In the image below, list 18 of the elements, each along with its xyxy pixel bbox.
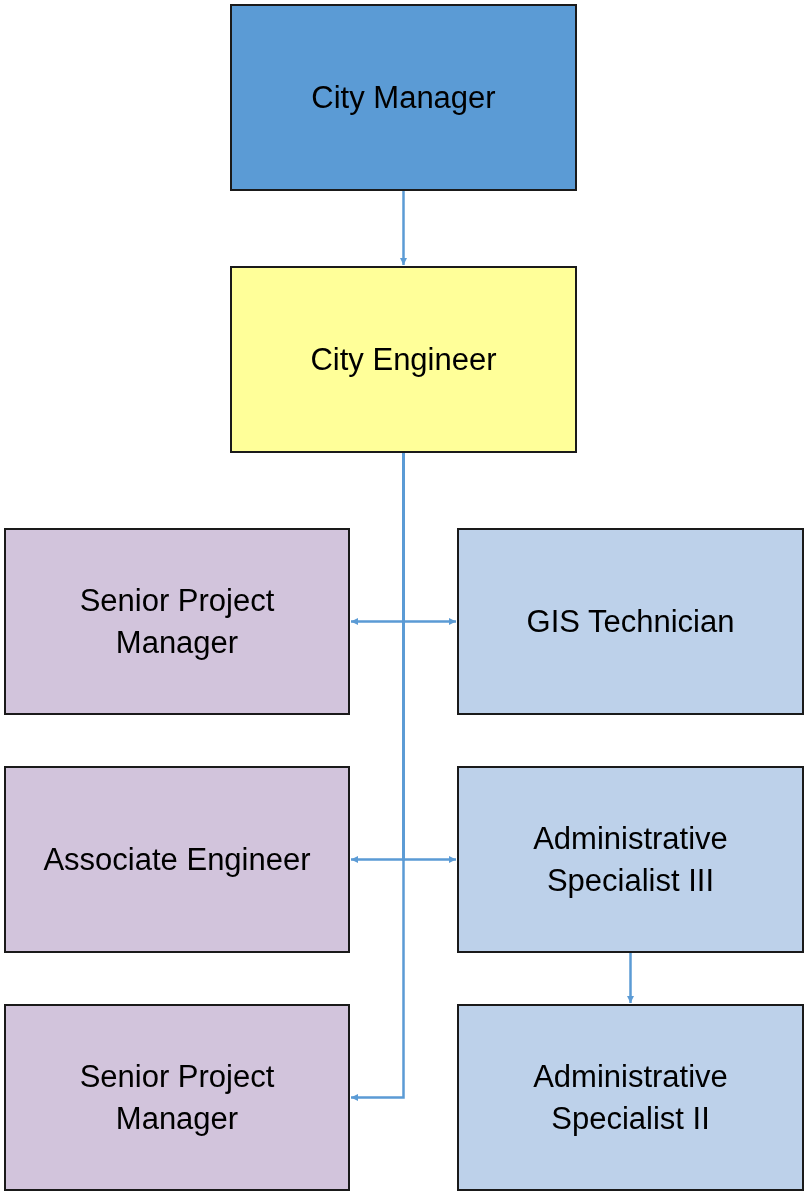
connector-arrow bbox=[400, 191, 407, 265]
role-title: Associate Engineer bbox=[43, 840, 311, 879]
connector-arrow bbox=[627, 953, 634, 1003]
role-title: GIS Technician bbox=[526, 602, 735, 641]
role-box bbox=[457, 528, 804, 715]
role-box bbox=[230, 266, 577, 453]
role-title: City Engineer bbox=[310, 340, 497, 379]
role-box bbox=[4, 1004, 350, 1191]
role-box bbox=[4, 766, 350, 953]
role-title: Administrative Specialist III bbox=[532, 819, 729, 900]
role-title: Senior Project Manager bbox=[78, 581, 276, 662]
role-box bbox=[457, 766, 804, 953]
role-title: Senior Project Manager bbox=[78, 1057, 276, 1138]
role-title: City Manager bbox=[311, 78, 496, 117]
role-title: Administrative Specialist II bbox=[532, 1057, 729, 1138]
role-box bbox=[457, 1004, 804, 1191]
role-box bbox=[230, 4, 577, 191]
role-box bbox=[4, 528, 350, 715]
